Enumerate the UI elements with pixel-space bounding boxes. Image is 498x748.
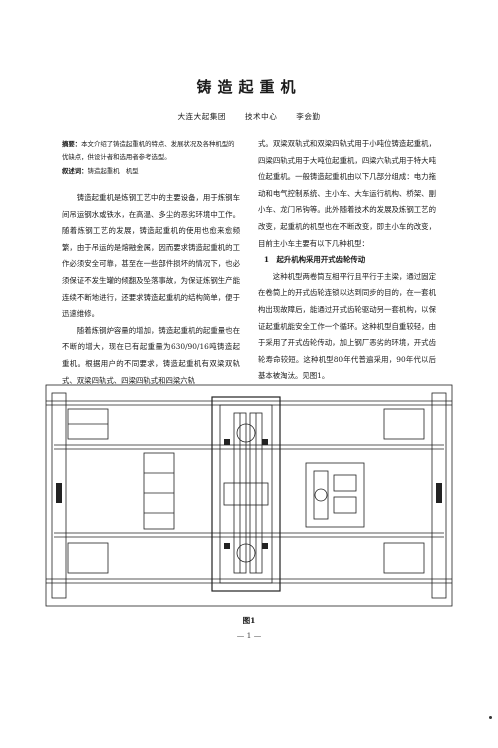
left-paragraph-2: 随着炼钢炉容量的增加，铸造起重机的起重量也在不断的增大，现在已有起重量为630/…	[62, 325, 240, 385]
authors-line: 大连大起集团 技术中心 李会勤	[0, 111, 498, 122]
abstract-text-line: 摘要：本文介绍了铸造起重机的特点、发展状况及各种机型的优缺点，供设计者和选用者参…	[62, 138, 238, 164]
auxiliary-trolley	[305, 462, 365, 528]
corner-mark	[489, 716, 492, 719]
figure-frame	[45, 384, 453, 607]
left-column: 铸造起重机是炼钢工艺中的主要设备，用于炼钢车间吊运钢水或铁水，在高温、多尘的恶劣…	[62, 190, 240, 389]
abstract-block: 摘要：本文介绍了铸造起重机的特点、发展状况及各种机型的优缺点，供设计者和选用者参…	[62, 138, 238, 177]
page-title: 铸造起重机	[196, 78, 302, 96]
section-number: 1	[263, 255, 270, 265]
section-heading: 1 起升机构采用开式齿轮传动	[258, 252, 436, 269]
right-paragraph-intro: 式。双梁双轨式和双梁四轨式用于小吨位铸造起重机，四梁四轨式用于大吨位起重机，四梁…	[258, 139, 436, 248]
page-number: — 1 —	[236, 631, 262, 640]
author-organization: 大连大起集团	[177, 112, 227, 121]
author-name: 李会勤	[296, 112, 321, 121]
main-trolley	[211, 396, 281, 592]
section-title: 起升机构采用开式齿轮传动	[276, 255, 366, 265]
author-department: 技术中心	[244, 112, 278, 121]
crane-drawing-figure	[45, 384, 453, 607]
abstract-label: 摘要：	[62, 140, 82, 148]
left-paragraph-1: 铸造起重机是炼钢工艺中的主要设备，用于炼钢车间吊运钢水或铁水，在高温、多尘的恶劣…	[62, 193, 240, 319]
figure-caption: 图1	[242, 616, 256, 625]
abstract-text: 本文介绍了铸造起重机的特点、发展状况及各种机型的优缺点，供设计者和选用者参考选型…	[62, 140, 235, 161]
keywords-label: 叙述词：	[62, 166, 88, 175]
keywords-text: 铸造起重机 机型	[87, 166, 139, 175]
keywords-line: 叙述词：铸造起重机 机型	[62, 165, 238, 178]
right-column: 式。双梁双轨式和双梁四轨式用于小吨位铸造起重机，四梁四轨式用于大吨位起重机，四梁…	[258, 136, 436, 385]
right-paragraph-after: 这种机型两卷筒互相平行且平行于主梁，通过固定在卷筒上的开式齿轮连锁以达到同步的目…	[258, 271, 436, 381]
